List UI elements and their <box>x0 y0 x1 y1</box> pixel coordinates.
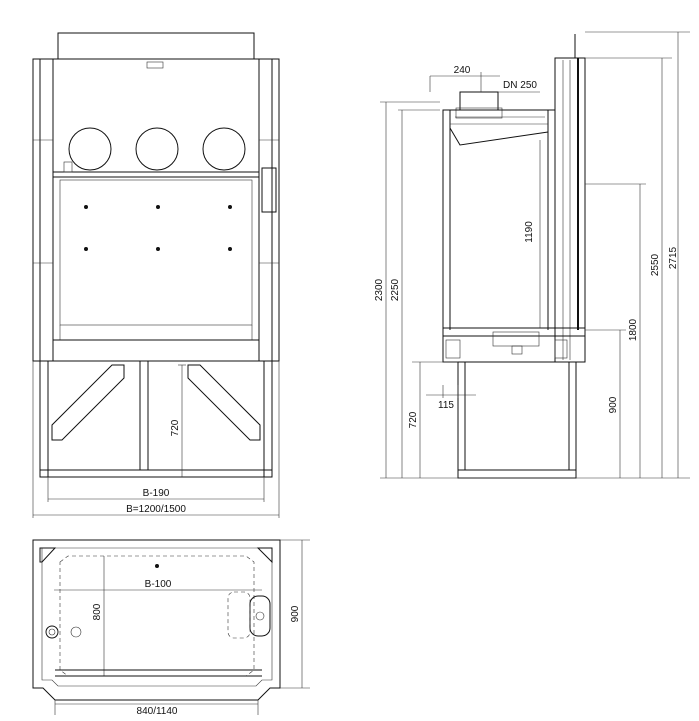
plan-dim-inner-width: B-100 <box>145 579 172 590</box>
front-top-frame <box>57 32 255 60</box>
side-dim-height-1800: 1800 <box>628 318 639 341</box>
plan-view: B-100 800 900 840/1140 <box>32 539 310 717</box>
plan-dim-depth-inner: 800 <box>92 603 103 620</box>
port-left <box>68 127 112 171</box>
exhaust-duct <box>459 91 499 111</box>
side-body-outline <box>442 109 556 363</box>
side-dim-work-height: 900 <box>608 396 619 413</box>
side-dim-height-2550: 2550 <box>650 253 661 276</box>
valve <box>45 625 59 639</box>
side-dim-duct-offset: 240 <box>454 65 471 76</box>
side-dim-sash-opening: 1190 <box>524 221 535 243</box>
side-base-cabinet <box>457 361 577 479</box>
side-dim-total-height-b: 2250 <box>390 278 401 301</box>
front-dim-inner-width: B-190 <box>143 488 170 499</box>
side-dim-total-height-a: 2300 <box>374 278 385 301</box>
plan-dim-base-width: 840/1140 <box>137 706 178 717</box>
front-dim-overall-width: B=1200/1500 <box>126 504 186 515</box>
side-dim-base-height: 720 <box>408 411 419 428</box>
front-base-cabinet <box>39 360 273 478</box>
side-dim-height-2715: 2715 <box>668 246 679 269</box>
port-right <box>202 127 246 171</box>
front-view: 720 B-190 B=1200/1500 <box>32 32 280 518</box>
side-dim-duct-size: DN 250 <box>503 80 537 91</box>
plan-dim-depth-total: 900 <box>290 605 301 622</box>
front-dim-base-height: 720 <box>170 419 181 436</box>
front-body-outline <box>32 58 280 362</box>
port-center <box>135 127 179 171</box>
side-dim-base-offset: 115 <box>438 400 454 411</box>
control-panel <box>261 167 277 213</box>
side-view: 240 DN 250 2300 2250 <box>374 31 690 479</box>
sink <box>249 595 271 637</box>
